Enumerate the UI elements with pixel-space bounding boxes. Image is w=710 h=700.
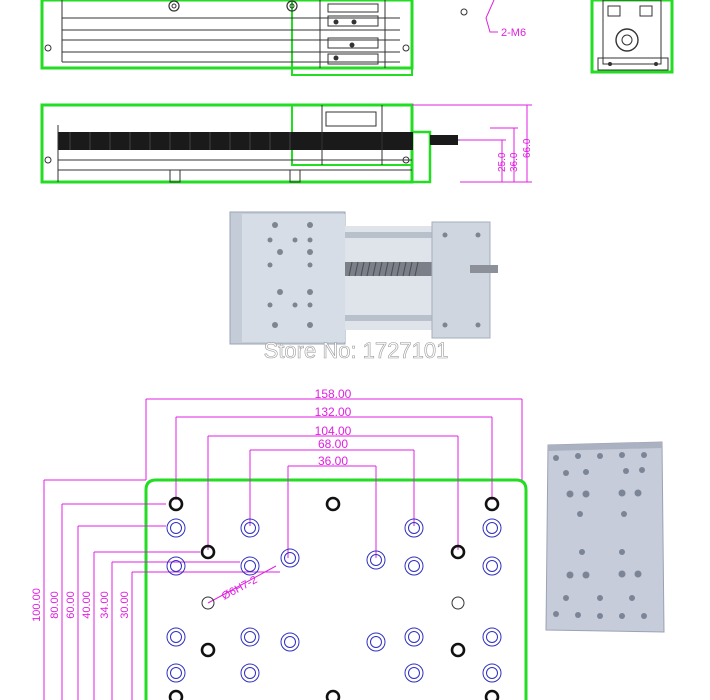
dim-height-60: 60.00 xyxy=(65,591,77,619)
dowel-hole-left xyxy=(201,596,215,610)
tapped-holes xyxy=(168,496,500,700)
plate-photo-body xyxy=(545,441,665,633)
hole-callout-label: Ø6H7-2 xyxy=(220,574,260,603)
dim-height-66: 66.0 xyxy=(522,138,533,158)
dim-height-30: 30.00 xyxy=(119,591,131,619)
dim-height-36: 36.0 xyxy=(509,152,520,172)
ball-screw xyxy=(58,132,413,150)
store-watermark: Store No: 1727101 xyxy=(264,338,449,363)
counterbored-holes xyxy=(166,518,502,683)
top-view-carriage-outline xyxy=(291,0,413,76)
dim-width-36: 36.00 xyxy=(318,454,348,468)
dim-width-158: 158.00 xyxy=(315,387,352,401)
end-view-outline xyxy=(590,0,674,74)
top-view-drawing: 2-M6 xyxy=(40,0,526,76)
plate-drawing: 158.00 132.00 104.00 68.00 36.00 100.00 … xyxy=(31,387,528,700)
dim-height-34: 34.00 xyxy=(99,591,111,619)
top-view-outline xyxy=(40,0,414,70)
dim-height-80: 80.00 xyxy=(49,591,61,619)
dim-width-104: 104.00 xyxy=(315,424,352,438)
shaft-end xyxy=(430,135,458,145)
screw-photo xyxy=(345,262,457,276)
dim-width-68: 68.00 xyxy=(318,437,348,451)
side-view-drawing: 25.0 36.0 66.0 xyxy=(40,103,533,184)
end-block-photo xyxy=(431,221,491,339)
dim-width-132: 132.00 xyxy=(315,405,352,419)
dim-height-25: 25.0 xyxy=(497,152,508,172)
plate-outline xyxy=(144,478,528,700)
end-view-drawing xyxy=(590,0,674,74)
dowel-hole-right xyxy=(451,596,465,610)
thread-callout-label: 2-M6 xyxy=(501,27,526,39)
product-photo xyxy=(229,211,498,345)
dim-height-40: 40.00 xyxy=(81,591,93,619)
dim-height-100: 100.00 xyxy=(31,588,43,622)
plate-photo xyxy=(545,441,665,633)
